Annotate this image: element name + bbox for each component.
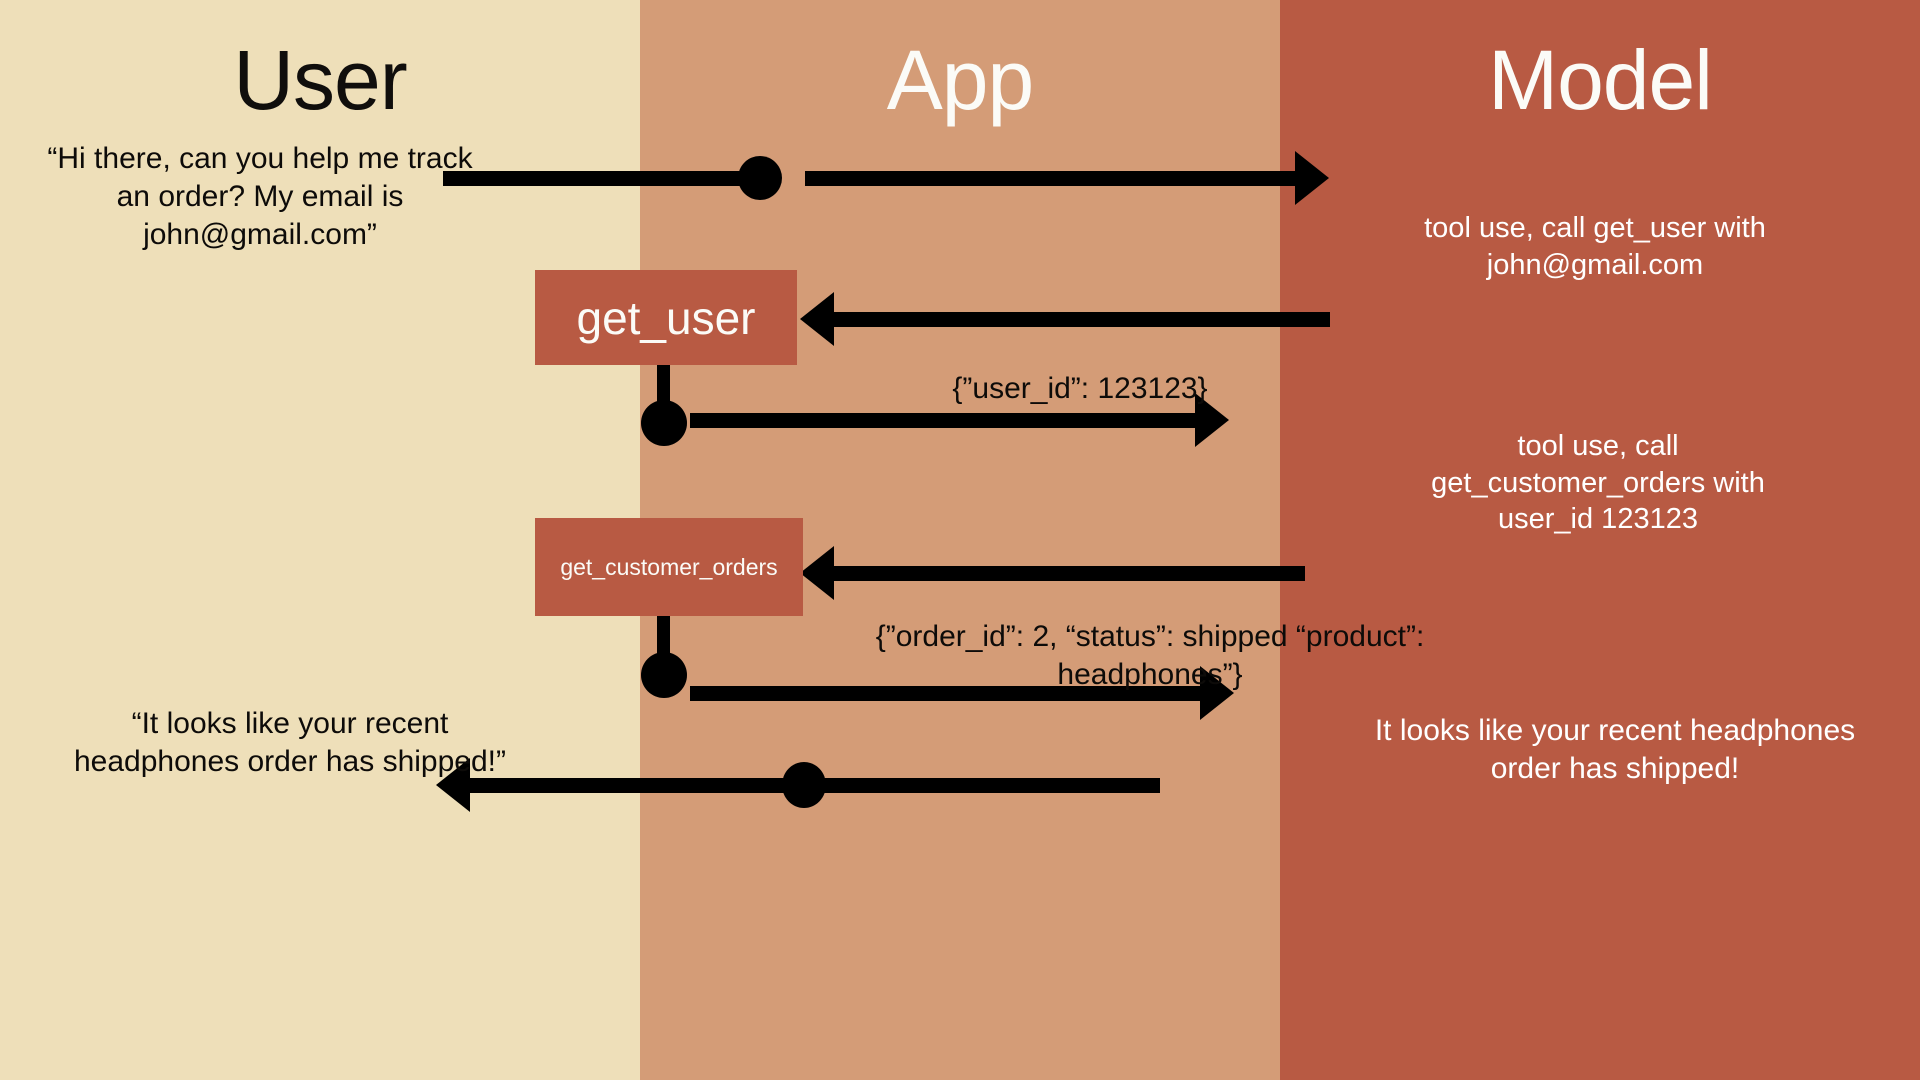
lane-title-app: App <box>886 33 1034 127</box>
arrowhead-left-1 <box>800 292 834 346</box>
message-tool-result-2: {”order_id”: 2, “status”: shipped “produ… <box>875 620 1425 691</box>
app-node-3 <box>641 652 687 698</box>
lane-model <box>1280 0 1920 1080</box>
message-user-request: “Hi there, can you help me track an orde… <box>47 142 473 251</box>
lane-title-user: User <box>233 33 407 127</box>
connector-model-to-app-1 <box>830 312 1330 327</box>
message-model-tool-call-1: tool use, call get_user with john@gmail.… <box>1424 212 1766 281</box>
connector-user-to-app <box>443 171 773 186</box>
message-model-tool-call-2: tool use, call get_customer_orders with … <box>1431 430 1765 536</box>
connector-app-to-model-3 <box>690 686 1210 701</box>
arrowhead-right-1 <box>1295 151 1329 205</box>
tool-box-get-customer-orders[interactable]: get_customer_orders <box>535 518 803 616</box>
app-node-1 <box>738 156 782 200</box>
app-node-2 <box>641 400 687 446</box>
arrowhead-right-3 <box>1200 666 1234 720</box>
message-model-reply: It looks like your recent headphones ord… <box>1374 714 1856 785</box>
message-user-reply: “It looks like your recent headphones or… <box>74 707 506 778</box>
lane-title-model: Model <box>1488 33 1713 127</box>
arrowhead-left-3 <box>436 758 470 812</box>
connector-model-to-app-2 <box>830 566 1305 581</box>
message-tool-result-1: {”user_id”: 123123} <box>952 372 1208 405</box>
connector-app-to-model <box>805 171 1305 186</box>
arrowhead-left-2 <box>800 546 834 600</box>
connector-app-to-user <box>470 778 800 793</box>
connector-app-to-model-2 <box>690 413 1205 428</box>
connector-model-to-app-3 <box>810 778 1160 793</box>
tool-box-get-user[interactable]: get_user <box>535 270 797 365</box>
arrowhead-right-2 <box>1195 393 1229 447</box>
